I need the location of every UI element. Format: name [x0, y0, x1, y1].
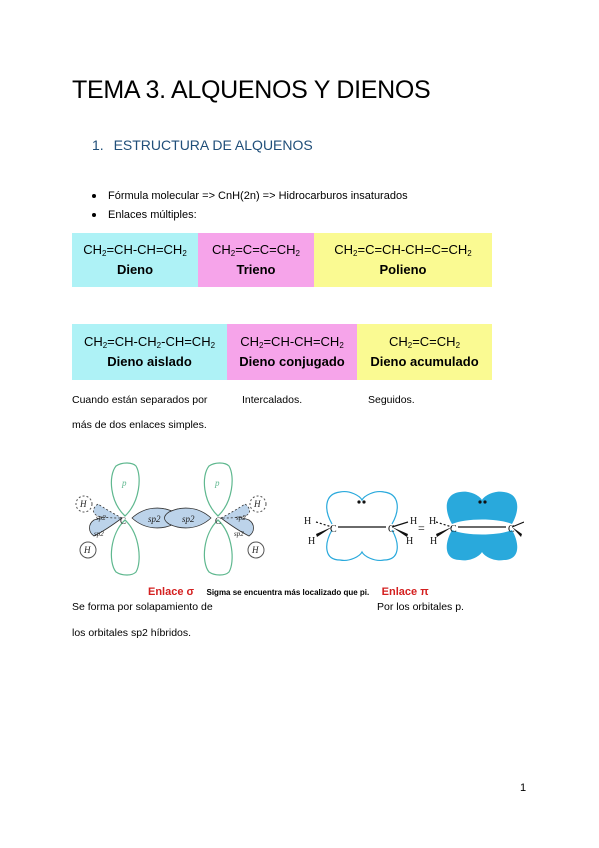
dieno-box: CH2=CH-CH=CH2 Dieno [72, 233, 198, 287]
section-heading: 1. ESTRUCTURA DE ALQUENOS [92, 137, 313, 153]
sigma-bond-label: Enlace σ [148, 586, 195, 598]
pi-bond-diagram: H H C C H H = H H C C [304, 491, 524, 561]
pi-bond-label: Enlace π [381, 586, 429, 598]
p-orbital-lobe [110, 462, 140, 517]
trieno-box: CH2=C=C=CH2 Trieno [198, 233, 314, 287]
polieno-formula: CH2=C=CH-CH=C=CH2 [334, 242, 472, 258]
p-orbital-lobe [110, 519, 140, 576]
sp2-orbital [164, 507, 212, 529]
label-sp2: sp2 [234, 530, 244, 538]
sp2-orbital [93, 503, 123, 519]
label-h: H [304, 516, 311, 527]
label-c: C [450, 524, 457, 535]
note-aislado-line2: más de dos enlaces simples. [72, 419, 207, 431]
dieno-formula: CH2=CH-CH=CH2 [83, 242, 187, 258]
sp2-orbital [220, 503, 250, 519]
note-aislado-line1: Cuando están separados por [72, 394, 208, 406]
section-label: ESTRUCTURA DE ALQUENOS [113, 137, 313, 153]
p-orbital-lobe [203, 462, 233, 517]
bullet-item: Fórmula molecular => CnH(2n) => Hidrocar… [92, 190, 408, 202]
label-c: C [215, 516, 221, 526]
page-title: TEMA 3. ALQUENOS Y DIENOS [72, 76, 431, 104]
label-h: H [83, 545, 91, 555]
label-sp2: sp2 [148, 514, 161, 524]
bullet-text: Enlaces múltiples: [108, 209, 197, 221]
dieno-conjugado-name: Dieno conjugado [239, 354, 345, 369]
label-c: C [330, 524, 337, 535]
sigma-orbital-diagram: H H H H p p sp2 sp2 sp2 sp2 sp2 sp2 C C [75, 462, 267, 576]
note-acumulado: Seguidos. [368, 394, 415, 406]
dieno-conjugado-formula: CH2=CH-CH=CH2 [240, 334, 344, 350]
hydrogen-atom [247, 541, 265, 559]
label-sp2: sp2 [236, 514, 246, 522]
equals-sign: = [418, 521, 425, 535]
sigma-note: Sigma se encuentra más localizado que pi… [206, 588, 370, 597]
dieno-conjugado-box: CH2=CH-CH=CH2 Dieno conjugado [227, 324, 357, 380]
dieno-acumulado-box: CH2=C=CH2 Dieno acumulado [357, 324, 492, 380]
polieno-box: CH2=C=CH-CH=C=CH2 Polieno [314, 233, 492, 287]
label-h: H [410, 516, 417, 527]
label-c: C [508, 524, 515, 535]
dieno-aislado-formula: CH2=CH-CH2-CH=CH2 [83, 334, 216, 350]
label-p: p [121, 478, 127, 488]
caption-sigma-line1: Se forma por solapamiento de [72, 601, 213, 613]
label-c: C [388, 524, 395, 535]
pi-orbital-outline [326, 491, 398, 561]
label-sp2: sp2 [94, 530, 104, 538]
trieno-formula: CH2=C=C=CH2 [211, 242, 300, 258]
label-c: C [120, 516, 126, 526]
note-conjugado: Intercalados. [242, 394, 303, 406]
label-sp2: sp2 [182, 514, 195, 524]
page-number: 1 [520, 782, 527, 794]
bullet-text: Fórmula molecular => CnH(2n) => Hidrocar… [108, 190, 408, 202]
bond-legend: Enlace σ Sigma se encuentra más localiza… [148, 582, 429, 600]
label-h: H [79, 499, 87, 509]
caption-pi: Por los orbitales p. [377, 601, 464, 613]
hydrogen-atom [79, 541, 97, 559]
bullet-dot [92, 194, 96, 199]
label-p: p [214, 478, 220, 488]
label-h: H [430, 536, 437, 547]
trieno-name: Trieno [236, 262, 276, 277]
label-sp2: sp2 [96, 514, 106, 522]
label-h: H [406, 536, 413, 547]
dieno-acumulado-formula: CH2=C=CH2 [388, 334, 461, 350]
hydrogen-atom [75, 495, 93, 513]
hydrogen-atom [249, 495, 267, 513]
label-h: H [251, 545, 259, 555]
bullet-item: Enlaces múltiples: [92, 209, 197, 221]
dieno-aislado-box: CH2=CH-CH2-CH=CH2 Dieno aislado [72, 324, 227, 380]
section-number: 1. [92, 137, 104, 153]
bullet-dot [92, 213, 96, 218]
p-orbital-lobe [203, 519, 233, 576]
dieno-aislado-name: Dieno aislado [107, 354, 192, 369]
label-h: H [253, 499, 261, 509]
caption-sigma-line2: los orbitales sp2 híbridos. [72, 627, 192, 639]
dieno-name: Dieno [116, 262, 154, 277]
dieno-acumulado-name: Dieno acumulado [370, 354, 479, 369]
pi-orbital-filled [446, 491, 518, 561]
label-h: H [308, 536, 315, 547]
polieno-name: Polieno [379, 262, 427, 277]
label-h: H [429, 516, 436, 527]
